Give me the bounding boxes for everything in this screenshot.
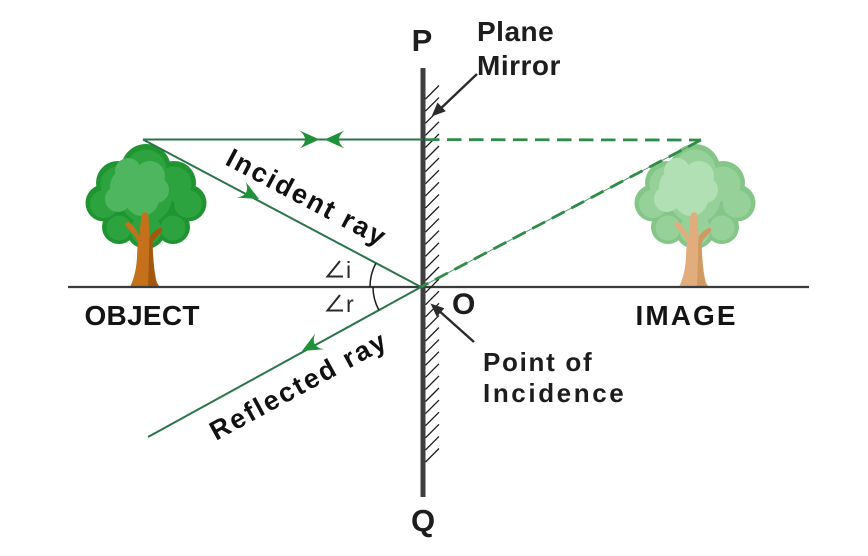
svg-text:IMAGE: IMAGE	[636, 300, 736, 331]
svg-text:Plane: Plane	[477, 16, 554, 47]
svg-text:i: i	[346, 257, 351, 283]
svg-text:Point of: Point of	[483, 347, 593, 377]
svg-text:OBJECT: OBJECT	[85, 300, 200, 331]
svg-text:O: O	[452, 288, 475, 321]
svg-text:Incidence: Incidence	[483, 378, 626, 408]
svg-text:P: P	[412, 23, 433, 58]
svg-text:r: r	[346, 291, 354, 317]
svg-text:Mirror: Mirror	[477, 50, 561, 81]
svg-text:Q: Q	[411, 503, 435, 538]
